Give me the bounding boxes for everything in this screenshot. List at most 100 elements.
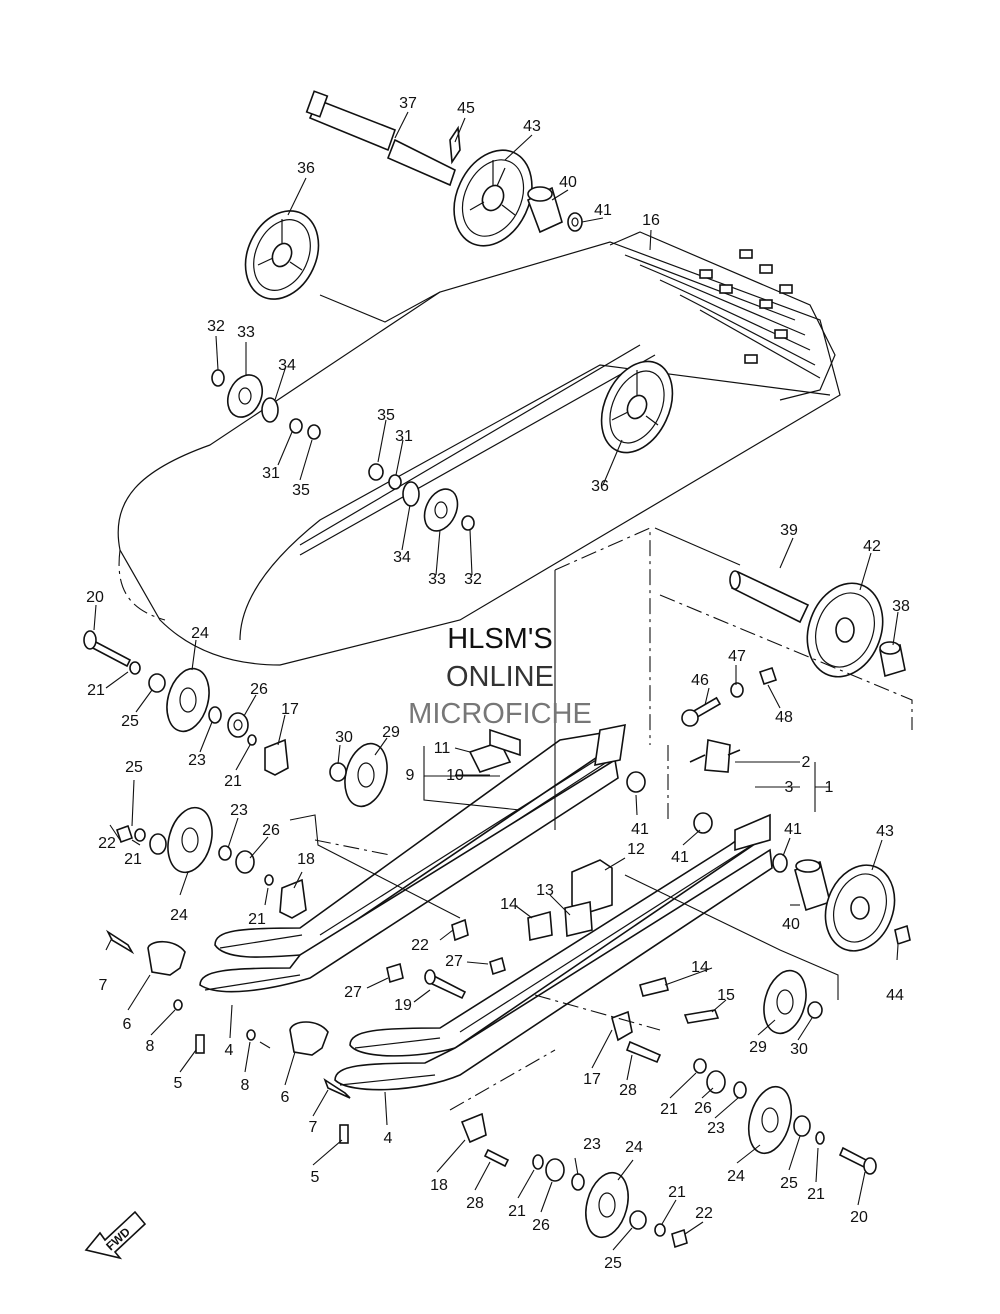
- washer-21-left3: [264, 874, 274, 886]
- collar-23-upper: [208, 706, 222, 724]
- bolt-20-lowerright: [838, 1146, 877, 1175]
- watermark-line1: HLSM'S: [447, 623, 552, 655]
- callout-7: 7: [99, 977, 108, 994]
- collar-26-lowerright: [706, 1070, 726, 1094]
- leader-lines: [93, 111, 899, 1251]
- callout-47: 47: [728, 648, 746, 665]
- wheel-24-left2: [167, 806, 213, 874]
- callout-33: 33: [237, 324, 255, 341]
- callout-6: 6: [123, 1016, 132, 1033]
- callout-8: 8: [241, 1077, 250, 1094]
- bracket-14-lower: [639, 977, 669, 997]
- nut-27-center: [489, 956, 506, 976]
- bracket-17-upper: [264, 738, 289, 776]
- bolt-28-lower: [483, 1148, 510, 1168]
- washer-21-left2: [134, 828, 146, 842]
- collar-23-bottom: [571, 1173, 585, 1191]
- wheel-43-lower: [824, 864, 896, 952]
- callout-21: 21: [124, 851, 142, 868]
- callout-18: 18: [297, 851, 315, 868]
- callout-14: 14: [691, 959, 709, 976]
- bolt-19: [424, 969, 467, 1000]
- callout-32: 32: [207, 318, 225, 335]
- callout-23: 23: [583, 1136, 601, 1153]
- callout-48: 48: [775, 709, 793, 726]
- wheel-36-left: [244, 210, 320, 300]
- bracket-1: [689, 739, 741, 773]
- callout-44: 44: [886, 987, 904, 1004]
- callout-28: 28: [619, 1082, 637, 1099]
- washer-8-upper: [173, 999, 183, 1011]
- callout-5: 5: [311, 1169, 320, 1186]
- bearing-set-left: [211, 369, 321, 440]
- callout-10: 10: [446, 767, 464, 784]
- collar-26-bottom: [545, 1158, 565, 1182]
- callout-24: 24: [625, 1139, 643, 1156]
- callout-20: 20: [850, 1209, 868, 1226]
- callout-21: 21: [248, 911, 266, 928]
- spacer-40-lower: [794, 859, 831, 912]
- callout-24: 24: [727, 1168, 745, 1185]
- callout-39: 39: [780, 522, 798, 539]
- track-belt: [117, 241, 841, 666]
- callout-27: 27: [445, 953, 463, 970]
- washer-41-top: [567, 212, 583, 232]
- callout-20: 20: [86, 589, 104, 606]
- callout-23: 23: [707, 1120, 725, 1137]
- callout-24: 24: [191, 625, 209, 642]
- washer-8-lower: [246, 1029, 256, 1041]
- washer-21-lowerright: [693, 1058, 707, 1074]
- callout-21: 21: [508, 1203, 526, 1220]
- washer-21-bottom2: [654, 1223, 666, 1237]
- fwd-arrow-icon: FWD: [84, 1210, 147, 1260]
- callout-38: 38: [892, 598, 910, 615]
- wheel-36-center: [600, 360, 674, 454]
- wheel-42: [806, 582, 884, 678]
- collar-25-bottom: [629, 1210, 647, 1230]
- callout-17: 17: [583, 1071, 601, 1088]
- spacer-40-top: [526, 186, 563, 234]
- callout-26: 26: [694, 1100, 712, 1117]
- nut-27-left: [386, 962, 404, 984]
- callout-21: 21: [87, 682, 105, 699]
- callout-26: 26: [250, 681, 268, 698]
- watermark-line3: MICROFICHE: [408, 698, 592, 730]
- callout-33: 33: [428, 571, 446, 588]
- nut-22-left: [115, 824, 134, 844]
- callout-17: 17: [281, 701, 299, 718]
- bracket-18-lower: [460, 1112, 487, 1144]
- bracket-9-10-11: [468, 728, 521, 773]
- collar-26-left2: [235, 850, 255, 874]
- bolt-7-upper: [105, 929, 135, 955]
- callout-41: 41: [631, 821, 649, 838]
- nut-22-center: [451, 918, 469, 942]
- callout-43: 43: [876, 823, 894, 840]
- bracket-13: [564, 901, 593, 937]
- callout-4: 4: [384, 1130, 393, 1147]
- callout-22: 22: [98, 835, 116, 852]
- bracket-18-upper: [279, 878, 307, 919]
- callout-6: 6: [281, 1089, 290, 1106]
- alignment-lines: [289, 291, 913, 1111]
- callout-37: 37: [399, 95, 417, 112]
- callout-3: 3: [785, 779, 794, 796]
- bolt-5-upper: [195, 1034, 205, 1054]
- callout-40: 40: [782, 916, 800, 933]
- washer-30-lower: [807, 1001, 823, 1019]
- callout-21: 21: [224, 773, 242, 790]
- callout-14: 14: [500, 896, 518, 913]
- washer-41-mid: [626, 771, 646, 793]
- washer-47: [730, 682, 744, 698]
- callout-35: 35: [377, 407, 395, 424]
- washer-41-far: [772, 853, 788, 873]
- rear-axle-shaft: [305, 90, 456, 187]
- collar-23-left2: [218, 845, 232, 861]
- bolt-20-left: [83, 630, 132, 668]
- bolt-28-upper: [625, 1040, 662, 1064]
- collar-25-left: [148, 673, 166, 693]
- nut-22-bottom: [671, 1228, 688, 1249]
- callout-13: 13: [536, 882, 554, 899]
- callout-25: 25: [604, 1255, 622, 1272]
- wheel-24-bottom: [585, 1171, 629, 1239]
- callout-35: 35: [292, 482, 310, 499]
